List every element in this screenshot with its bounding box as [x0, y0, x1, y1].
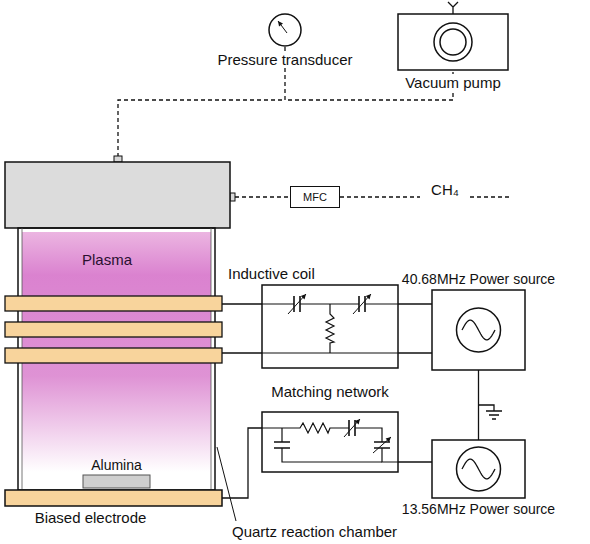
- variable-arrow: [355, 419, 360, 424]
- variable-arrow: [288, 294, 306, 314]
- source-housing: [432, 290, 525, 370]
- resistor-symbol: [262, 423, 349, 433]
- chamber-lid: [5, 162, 230, 228]
- text-slot: Pressure transducer: [215, 51, 354, 68]
- text-slot: Alumina: [91, 457, 142, 473]
- node-label: MFC: [303, 191, 327, 204]
- diagram-label: Plasma: [82, 251, 132, 268]
- sine-wave: [462, 320, 495, 340]
- diagram-label: Quartz reaction chamber: [232, 523, 397, 540]
- coil-turn: [5, 348, 222, 363]
- node-outline: [262, 285, 398, 368]
- node-outline: [432, 290, 525, 370]
- coil-wire: [222, 304, 262, 353]
- node-label: Biased electrode: [35, 509, 147, 526]
- node-label: Vacuum pump: [403, 74, 503, 91]
- lid-port: [114, 156, 122, 162]
- alumina-sample: Alumina: [83, 475, 150, 488]
- variable-arrow: [366, 294, 371, 299]
- text-slot: 40.68MHz Power source: [402, 271, 555, 287]
- pressure-gauge: Pressure transducer: [268, 13, 302, 47]
- variable-arrow: [353, 294, 371, 314]
- node-label: Alumina: [91, 457, 142, 473]
- label-slot: Inductive coil: [228, 265, 315, 282]
- rf-source: 40.68MHz Power source: [432, 290, 525, 370]
- gauge-dial: [269, 14, 301, 46]
- mfc-outline: [291, 187, 340, 208]
- variable-arrow: [386, 437, 391, 442]
- source-housing: [432, 440, 525, 498]
- biased-electrode: Biased electrode: [5, 490, 222, 506]
- mfc-box: MFC: [290, 186, 340, 208]
- gauge-needle: [278, 21, 287, 33]
- rf-wire: [398, 461, 432, 462]
- pump-housing: [398, 14, 508, 70]
- network-wire: [282, 428, 382, 462]
- node-label: Matching network: [271, 383, 389, 400]
- sine-wave: [462, 459, 495, 479]
- capacitor-symbol: [274, 442, 290, 448]
- text-slot: MFC: [303, 191, 327, 204]
- network-wire: [355, 428, 398, 462]
- resistor-symbol: [326, 304, 334, 353]
- electrode-bar: [5, 490, 222, 506]
- text-slot: Biased electrode: [35, 509, 147, 526]
- label-slot: Quartz reaction chamber: [232, 523, 397, 540]
- node-outline: [5, 490, 222, 506]
- network-wire: [262, 352, 398, 353]
- label-slot: Plasma: [82, 251, 132, 268]
- text-slot: Vacuum pump: [403, 74, 503, 91]
- gas-line: [340, 196, 420, 197]
- bias-wire: [222, 428, 262, 498]
- node-outline: [398, 14, 508, 70]
- node-label: Pressure transducer: [215, 51, 354, 68]
- node-label: 13.56MHz Power source: [402, 501, 555, 517]
- vacuum-pump: Vacuum pump: [398, 14, 508, 70]
- node-outline: [83, 475, 150, 488]
- ground-symbol: [478, 405, 502, 419]
- matching-network: Matching network: [262, 285, 398, 368]
- gas-line: [470, 196, 512, 197]
- source-symbol: [457, 447, 501, 491]
- leader-line: [217, 447, 236, 521]
- coil-turn: [5, 322, 222, 337]
- diagram-label: Inductive coil: [228, 265, 315, 282]
- node-outline: [268, 13, 302, 47]
- rf-source: 13.56MHz Power source: [432, 440, 525, 498]
- node-outline: [432, 440, 525, 498]
- gas-line: [235, 196, 290, 197]
- pump-rotor: [440, 29, 466, 55]
- source-symbol: [457, 308, 501, 352]
- matching-box: [262, 285, 398, 368]
- label-slot: CH₄: [431, 181, 459, 198]
- variable-arrow: [301, 294, 306, 299]
- connector-line: [398, 352, 432, 353]
- node-label: 40.68MHz Power source: [402, 271, 555, 287]
- alumina-plate: [83, 475, 150, 488]
- pump-rotor: [434, 23, 472, 61]
- diagram-label: CH₄: [431, 181, 459, 198]
- connector-line: [478, 370, 479, 440]
- variable-arrow: [373, 437, 391, 453]
- text-slot: 13.56MHz Power source: [402, 501, 555, 517]
- connector-line: [398, 303, 432, 304]
- matching-box: [262, 412, 398, 472]
- vacuum-line: [118, 100, 285, 157]
- text-slot: Matching network: [271, 383, 389, 400]
- coil-turn: [5, 296, 222, 311]
- pump-exhaust: [448, 2, 458, 14]
- gauge-needle: [278, 21, 283, 27]
